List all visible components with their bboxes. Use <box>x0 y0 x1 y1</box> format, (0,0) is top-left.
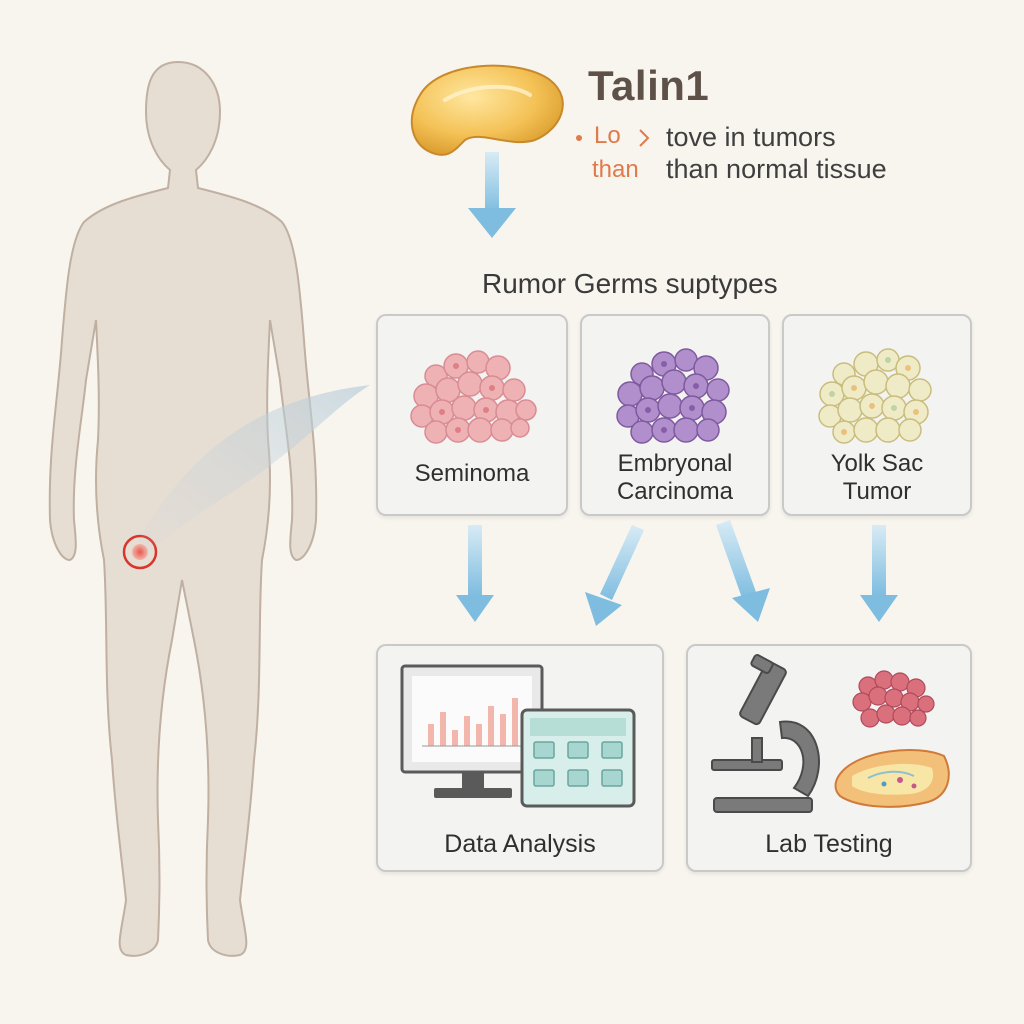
lab-testing-label: Lab Testing <box>765 830 893 858</box>
seminoma-label: Seminoma <box>414 460 530 487</box>
panel-lab-testing[interactable]: Lab Testing <box>686 644 972 872</box>
lab-testing-icon <box>711 654 950 813</box>
tissue-cells-icon <box>852 670 935 728</box>
arrow-down-icon <box>468 152 516 238</box>
yolk-sac-cells-icon <box>818 348 932 444</box>
data-analysis-label: Data Analysis <box>444 830 596 858</box>
seminoma-cells-icon <box>410 350 537 444</box>
data-analysis-icon <box>400 664 636 808</box>
arrow-yolksac-to-lab <box>860 525 898 622</box>
note-fragment-2: than <box>592 156 639 183</box>
note-line-2: than normal tissue <box>666 154 887 184</box>
talin1-protein-icon <box>410 64 564 156</box>
note-line-1: tove in tumors <box>666 122 836 152</box>
arrow-embryonal-to-analysis <box>585 525 644 626</box>
embryonal-label-line2: Carcinoma <box>616 478 734 505</box>
protein-title: Talin1 <box>588 62 710 109</box>
card-embryonal-carcinoma[interactable]: Embryonal Carcinoma <box>580 314 770 516</box>
yolk-sac-label-line1: Yolk Sac <box>830 450 924 477</box>
connector-beam <box>138 385 370 556</box>
spreadsheet-grid-icon <box>533 741 623 787</box>
embryonal-cells-icon <box>616 348 730 444</box>
bullet-mark <box>639 129 650 147</box>
bar-chart-icon <box>422 698 524 747</box>
microscope-icon <box>711 654 820 813</box>
card-seminoma[interactable]: Seminoma <box>376 314 568 516</box>
tissue-slice-icon <box>834 749 950 808</box>
arrow-seminoma-to-analysis <box>456 525 494 622</box>
bullet-dot <box>576 135 582 141</box>
arrow-embryonal-to-lab <box>716 520 770 622</box>
panel-data-analysis[interactable]: Data Analysis <box>376 644 664 872</box>
embryonal-label-line1: Embryonal <box>617 450 733 477</box>
subtypes-heading: Rumor Germs suptypes <box>482 268 778 299</box>
tumor-site-marker <box>122 534 158 570</box>
card-yolk-sac-tumor[interactable]: Yolk Sac Tumor <box>782 314 972 516</box>
yolk-sac-label-line2: Tumor <box>842 478 912 505</box>
note-fragment-1: Lo <box>594 122 621 149</box>
